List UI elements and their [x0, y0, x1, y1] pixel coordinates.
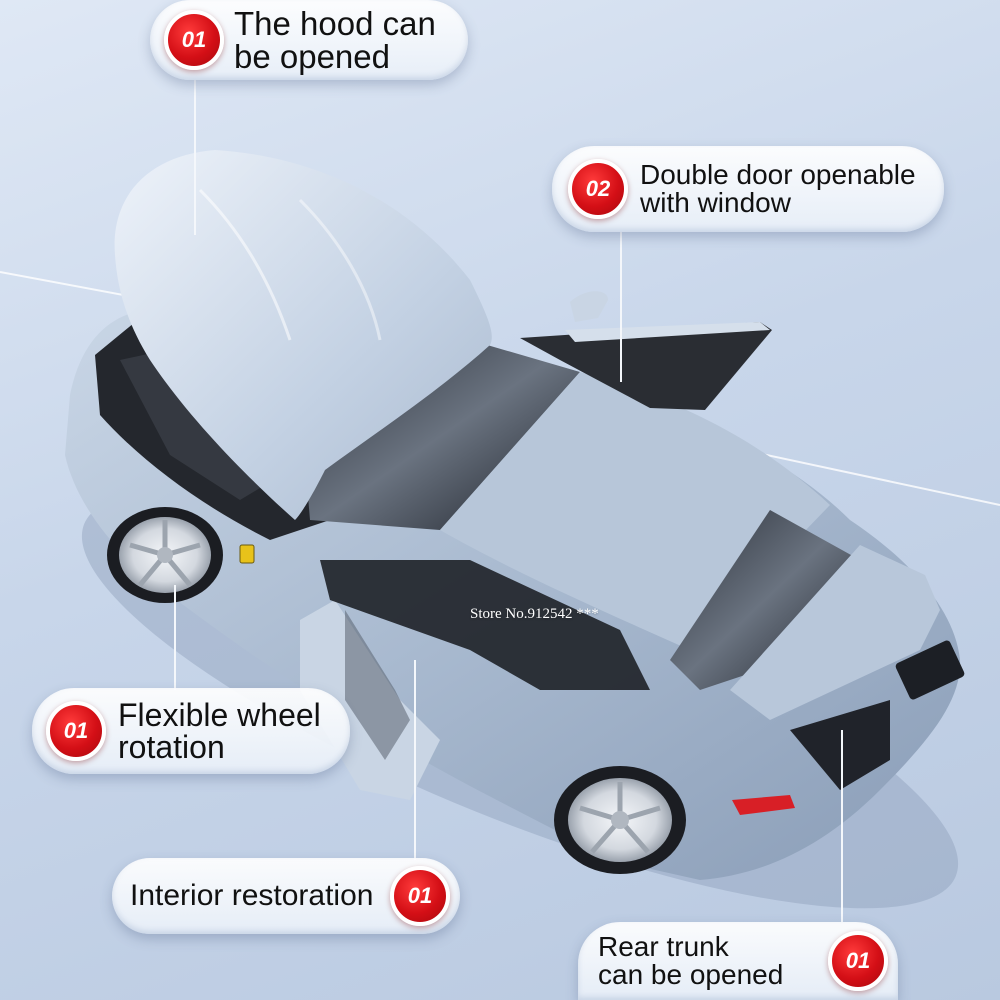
callout-interior-line1: Interior restoration	[130, 879, 374, 912]
callout-wheel: 01 Flexible wheel rotation	[32, 688, 350, 774]
side-mirror	[570, 291, 608, 322]
callout-hood-badge: 01	[164, 10, 224, 70]
callout-trunk-line1: Rear trunk	[598, 931, 729, 962]
store-watermark: Store No.912542 ***	[470, 606, 599, 622]
rear-wheel	[554, 766, 686, 874]
callout-doors-line1: Double door openable	[640, 159, 916, 190]
trunk-lid	[730, 545, 940, 720]
tail-light	[732, 795, 795, 815]
callout-interior-badge: 01	[390, 866, 450, 926]
callout-wheel-line1: Flexible wheel	[118, 697, 321, 733]
side-window	[320, 560, 650, 690]
callout-wheel-badge: 01	[46, 701, 106, 761]
callout-hood-line2: be opened	[234, 38, 390, 75]
callout-doors-line2: with window	[640, 187, 791, 218]
callout-hood: 01 The hood can be opened	[150, 0, 468, 80]
callout-hood-line1: The hood can	[234, 5, 436, 42]
front-wheel	[107, 507, 223, 603]
right-door	[520, 322, 772, 410]
callout-trunk: Rear trunk can be opened 01	[578, 922, 898, 1000]
callout-doors: 02 Double door openable with window	[552, 146, 944, 232]
hood	[114, 150, 492, 520]
callout-interior: Interior restoration 01	[112, 858, 460, 934]
prancing-horse-emblem-icon	[239, 544, 255, 564]
callout-trunk-badge: 01	[828, 931, 888, 991]
callout-doors-badge: 02	[568, 159, 628, 219]
callout-wheel-line2: rotation	[118, 729, 225, 765]
trunk-interior	[790, 700, 890, 790]
rear-window	[670, 510, 860, 690]
callout-trunk-line2: can be opened	[598, 959, 784, 990]
